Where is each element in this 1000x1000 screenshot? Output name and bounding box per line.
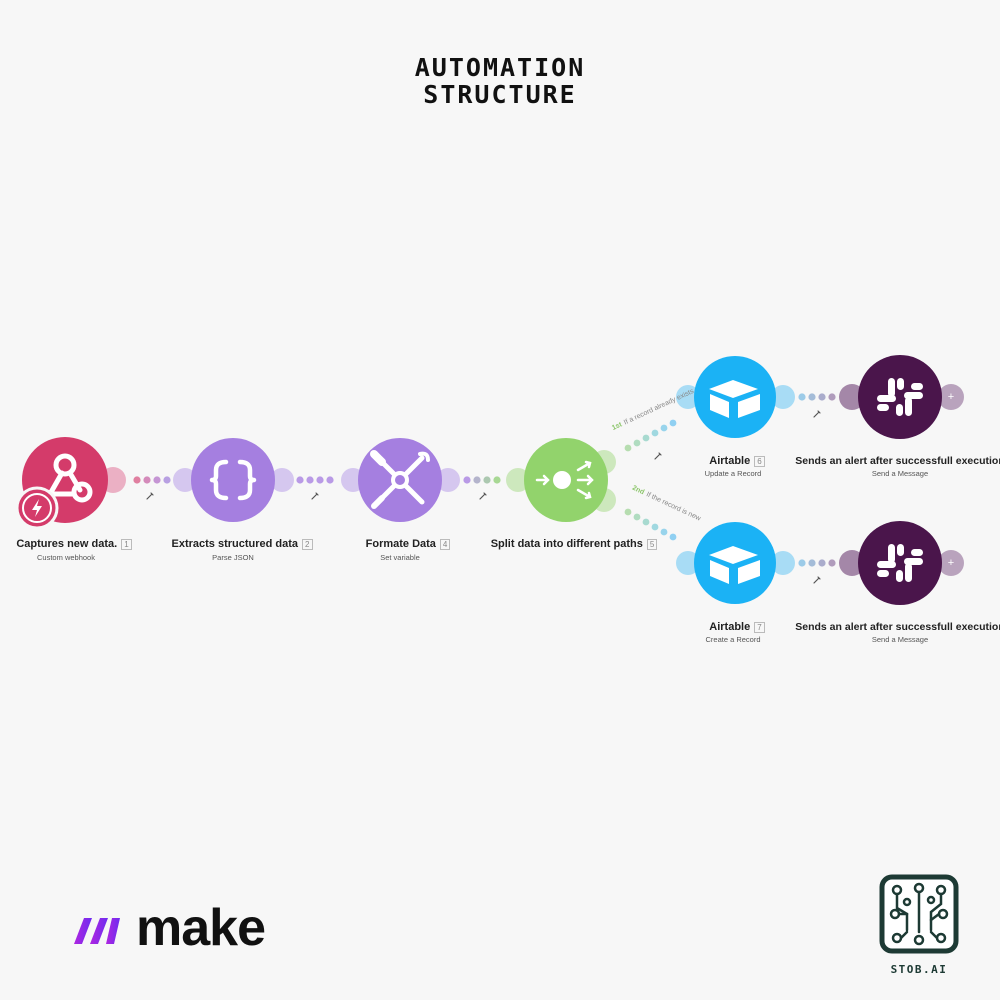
slack-icon [877,378,923,416]
module-number: 2 [302,538,313,550]
module-subtitle: Send a Message [871,635,929,644]
wrench-icon[interactable] [146,492,154,500]
stob-logo: STOB.AI [876,874,962,976]
stob-logo-text: STOB.AI [890,963,948,976]
airtable-icon [709,546,760,584]
module-title: Extracts structured data [171,538,299,550]
connector-7-slack [798,559,836,567]
module-title: Split data into different paths [490,538,643,550]
wrench-icon[interactable] [813,410,821,418]
module-airtable-create[interactable] [676,522,795,604]
slack-icon [877,544,923,582]
module-webhook[interactable] [15,437,126,530]
connector-2-4 [296,476,334,484]
connector-1-2 [133,476,171,484]
module-subtitle: Custom webhook [37,553,95,562]
page-title-line2: STRUCTURE [423,80,577,109]
page-title-line1: AUTOMATION [414,53,586,82]
stob-logo-mark [879,874,959,954]
module-label: Sends an alert after successfull executi… [780,455,1000,467]
module-slack-1[interactable]: + [839,355,964,439]
connector-6-slack [798,393,836,401]
module-subtitle: Parse JSON [212,553,254,562]
module-label: Captures new data.1 [0,538,194,550]
module-title: Airtable [709,455,751,467]
module-slack-2[interactable]: + [839,521,964,605]
module-title: Captures new data. [16,538,118,550]
add-module-icon[interactable]: + [948,557,954,569]
wrench-icon[interactable] [654,452,662,460]
airtable-icon [709,380,760,418]
wrench-icon[interactable] [813,576,821,584]
module-subtitle: Create a Record [705,635,761,644]
module-airtable-update[interactable] [676,356,795,438]
wrench-icon[interactable] [479,492,487,500]
connector-route-2 [624,508,677,541]
module-title: Sends an alert after successfull executi… [795,455,1000,467]
connectors [133,393,836,567]
add-module-icon[interactable]: + [948,391,954,403]
braces-icon [209,459,257,501]
module-json[interactable] [173,438,294,522]
make-logo-mark [74,918,120,944]
module-number: 7 [754,621,765,633]
router-icon [535,460,594,500]
module-title: Formate Data [365,538,436,550]
module-number: 4 [439,538,451,550]
tools-icon [370,450,430,509]
module-title: Sends an alert after successfull executi… [795,621,1000,633]
module-number: 6 [754,455,765,467]
module-router[interactable] [506,438,616,522]
module-set-variable[interactable] [341,438,460,522]
instant-trigger-icon[interactable] [15,486,59,530]
module-subtitle: Set variable [380,553,420,562]
module-title: Airtable [709,621,751,633]
make-logo-text: make [136,899,266,957]
module-label: Sends an alert after successfull executi… [780,621,1000,633]
module-subtitle: Send a Message [871,469,929,478]
module-number: 1 [121,538,132,550]
wrench-icon[interactable] [311,492,319,500]
connector-4-5 [463,476,501,484]
connector-route-1 [624,419,677,452]
module-number: 5 [646,538,658,550]
module-subtitle: Update a Record [704,469,762,478]
make-logo: make [72,898,266,958]
